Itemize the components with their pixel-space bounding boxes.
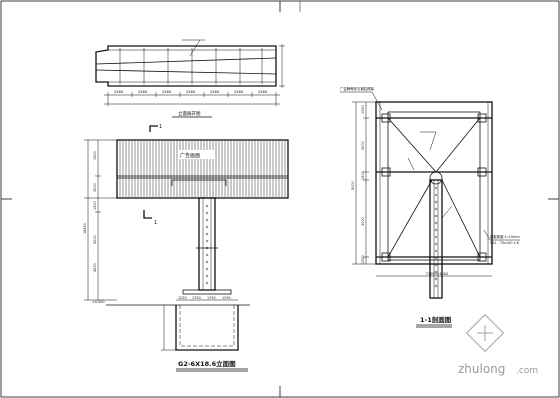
section-bolt-holes (434, 186, 438, 288)
sign-face-label: 广告画面 (180, 152, 200, 159)
section-marker-bottom: 1 (154, 220, 157, 226)
sec-dim-1: 1250 (361, 105, 365, 114)
plan-dim-4: 2560 (186, 90, 196, 94)
section-view: 1250 3000 1500 3000 1250 9000 广告牌骨架与钢柱焊接… (340, 86, 520, 328)
elevation-view: 1 1 广告画面 1250 1750 1750 1250 ±0.000 (83, 124, 289, 372)
plan-dim-6: 2560 (234, 90, 244, 94)
watermark-domain: .com (516, 366, 538, 376)
section-column (429, 179, 443, 299)
elev-dim-total: 18450 (83, 223, 87, 234)
elevation-left-dims: 1500 3000 1500 3000 4500 18450 (83, 151, 97, 272)
base-dim-4: 1250 (222, 296, 231, 300)
elev-dim-2: 3000 (93, 183, 97, 192)
section-marker-top: 1 (159, 124, 162, 130)
elev-dim-3: 1500 (93, 201, 97, 210)
base-dim-2: 1750 (192, 296, 201, 300)
base-dim-1: 1250 (178, 296, 187, 300)
plan-view: 2560 2560 2560 2560 2560 2560 2560 立面展开图 (95, 39, 285, 118)
plan-caption: 立面展开图 (178, 110, 201, 117)
plan-dim-7: 2560 (258, 90, 268, 94)
section-note-2: 钢板厚度 t=10mm (490, 234, 520, 239)
base-dim-3: 1750 (207, 296, 216, 300)
section-note-3: 5x2 - 75x100 x 6 (490, 241, 519, 245)
elev-dim-5: 4500 (93, 263, 97, 272)
ground-level: ±0.000 (92, 300, 105, 304)
plan-dim-5: 2560 (210, 90, 220, 94)
sec-dim-2: 3000 (361, 141, 365, 150)
watermark-logo (465, 313, 505, 353)
section-caption: 1-1剖面图 (420, 315, 452, 324)
sec-dim-5: 1250 (361, 255, 365, 264)
sign-board (116, 139, 289, 199)
watermark-brand: zhulong (458, 362, 505, 376)
sec-dim-3: 1500 (361, 171, 365, 180)
section-note-1: 广告牌骨架与钢柱焊接 (340, 86, 375, 91)
foundation (175, 305, 239, 351)
sign-board-stripes (119, 141, 286, 197)
elev-dim-1: 1500 (93, 151, 97, 160)
section-left-dims: 1250 3000 1500 3000 1250 9000 (351, 105, 365, 264)
column-bolt-holes (205, 204, 209, 285)
sec-dim-total: 9000 (351, 181, 355, 190)
sec-dim-4: 3000 (361, 217, 365, 226)
plan-dim-3: 2560 (162, 90, 172, 94)
plan-stiffeners (119, 48, 263, 84)
base-plate (182, 289, 232, 295)
section-bottom-dim: T1000×1000 (425, 272, 448, 276)
elevation-caption: G2-6X18.6立面图 (178, 359, 236, 368)
elev-dim-4: 3000 (93, 235, 97, 244)
plan-dim-1: 2560 (114, 90, 124, 94)
watermark: zhulong .com (458, 313, 538, 376)
plan-dim-2: 2560 (138, 90, 148, 94)
